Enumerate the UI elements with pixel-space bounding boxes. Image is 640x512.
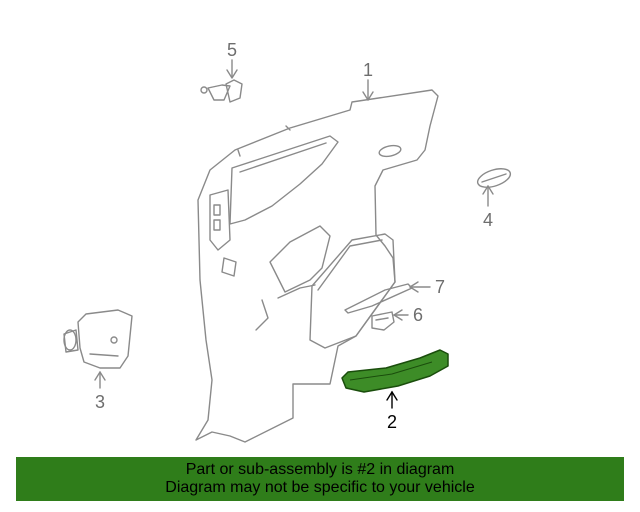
access-cover-part-3: [63, 309, 133, 369]
callout-6: 6: [413, 305, 423, 325]
pillar-trim-panel: [309, 233, 396, 349]
leader-lines: [94, 59, 494, 389]
trim-molding-part-7: [344, 283, 413, 314]
trim-molding-part-2-highlight: [341, 349, 449, 393]
parts-diagram-svg: 5 1 4 7 6 3 2: [63, 40, 512, 443]
cap-part-4: [476, 168, 512, 188]
callout-5: 5: [227, 40, 237, 60]
parts-diagram: 5 1 4 7 6 3 2: [63, 40, 512, 443]
callout-3: 3: [95, 392, 105, 412]
banner-line-disclaimer: Diagram may not be specific to your vehi…: [165, 479, 475, 496]
retainer-part-6: [371, 311, 395, 331]
leader-line-part-2: [386, 390, 398, 409]
footer-banner: Part or sub-assembly is #2 in diagram Di…: [16, 457, 624, 501]
banner-line-part-info: Part or sub-assembly is #2 in diagram: [185, 461, 455, 478]
callout-4: 4: [483, 210, 493, 230]
callout-2: 2: [387, 412, 397, 432]
clip-part-5: [200, 79, 243, 103]
callout-1: 1: [363, 60, 373, 80]
quarter-trim-panel-part-1: [195, 89, 439, 443]
callout-7: 7: [435, 277, 445, 297]
